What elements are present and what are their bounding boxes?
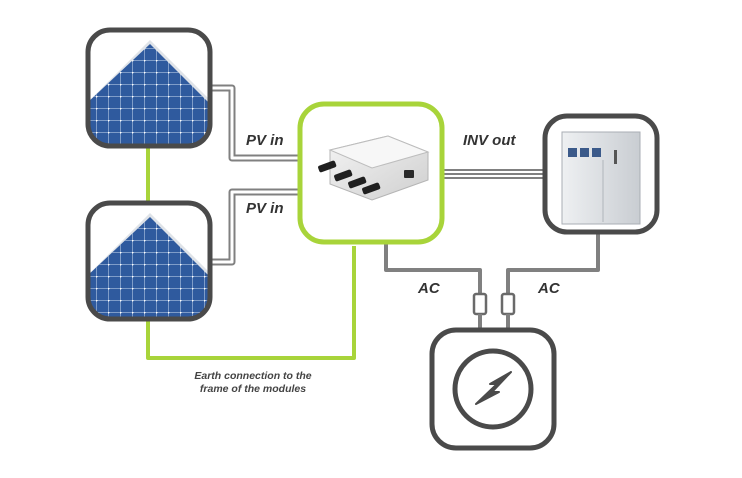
ac-right-label: AC	[538, 280, 560, 297]
junction-box-icon	[297, 101, 445, 245]
earth-connection-line2: frame of the modules	[199, 383, 307, 395]
inv-out-label: INV out	[463, 132, 516, 149]
inverter-cabinet-icon	[542, 113, 660, 235]
ac-connector-left	[472, 292, 488, 316]
ac-left-label: AC	[418, 280, 440, 297]
ac-cable-left	[384, 244, 482, 300]
ac-cable-right	[506, 232, 600, 300]
ac-connector-right	[500, 292, 516, 316]
grid-node	[429, 327, 557, 451]
pv-in-top-label: PV in	[246, 132, 284, 149]
pv-cable-top	[210, 84, 300, 162]
earth-connection-label: Earth connection to the frame of the mod…	[168, 370, 338, 396]
pv-cable-bottom	[210, 188, 300, 266]
pv-in-bottom-label: PV in	[246, 200, 284, 217]
solar-panel-bottom-icon	[85, 200, 213, 322]
earth-connection-line1: Earth connection to the	[194, 370, 312, 382]
solar-panel-top-icon	[85, 27, 213, 149]
lightning-bolt-icon	[475, 371, 512, 405]
earth-wire	[146, 148, 356, 360]
